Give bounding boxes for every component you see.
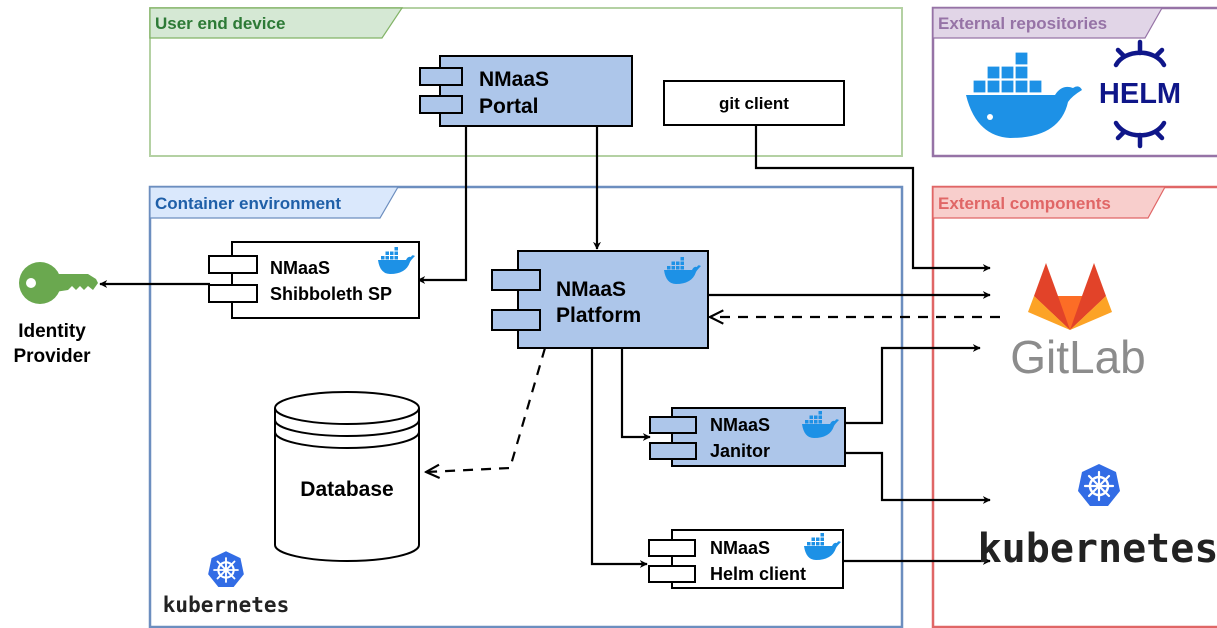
helm-logo-text: HELM	[1099, 78, 1181, 110]
identity-provider: Identity Provider	[13, 262, 98, 367]
edge-platform-helm	[590, 348, 648, 568]
idp-label-line2: Provider	[13, 346, 91, 367]
janitor-label-line1: NMaaS	[710, 415, 770, 435]
group-external-components: External components	[931, 185, 1217, 628]
shibboleth-label-line1: NMaaS	[270, 258, 330, 278]
gitlab-icon	[1028, 263, 1112, 330]
group-external-repositories: External repositories	[931, 6, 1217, 158]
edge-janitor-gitlab	[845, 344, 981, 425]
connectors	[99, 125, 1000, 568]
helm-client-label-line1: NMaaS	[710, 538, 770, 558]
platform-label-line1: NMaaS	[556, 278, 626, 301]
docker-hub-logo	[966, 51, 1082, 138]
group-label-container: Container environment	[155, 194, 341, 213]
edge-portal-shibboleth	[417, 125, 468, 284]
idp-label-line1: Identity	[18, 321, 86, 342]
git-client-label: git client	[719, 94, 789, 113]
component-helm-client: NMaaS Helm client	[648, 529, 844, 589]
kubernetes-icon	[1076, 462, 1122, 508]
database-label: Database	[300, 478, 393, 501]
component-janitor: NMaaS Janitor	[649, 407, 846, 467]
edge-git-gitlab	[754, 125, 991, 272]
group-container-environment: Container environment	[148, 185, 904, 628]
edge-platform-database	[426, 347, 547, 472]
group-label-user: User end device	[155, 14, 285, 33]
kubernetes-logo-text: kubernetes	[978, 526, 1217, 572]
portal-label-line2: Portal	[479, 95, 539, 118]
shibboleth-label-line2: Shibboleth SP	[270, 284, 392, 304]
group-user-end-device: User end device	[149, 7, 903, 157]
component-portal: NMaaS Portal	[419, 55, 633, 127]
portal-label-line1: NMaaS	[479, 68, 549, 91]
group-label-repos: External repositories	[938, 14, 1107, 33]
edge-platform-janitor	[620, 348, 651, 441]
janitor-label-line2: Janitor	[710, 441, 770, 461]
key-icon	[19, 262, 98, 304]
component-database: Database	[274, 391, 420, 562]
kubernetes-icon	[207, 550, 245, 589]
edge-janitor-kubernetes	[845, 451, 991, 504]
helm-client-label-line2: Helm client	[710, 564, 806, 584]
kubernetes-small-logo-text: kubernetes	[163, 593, 289, 617]
gitlab-logo-text: GitLab	[1010, 331, 1146, 383]
platform-label-line2: Platform	[556, 304, 641, 327]
component-git-client: git client	[663, 80, 845, 126]
component-platform: NMaaS Platform	[491, 250, 709, 349]
helm-icon	[1113, 39, 1167, 149]
group-label-external: External components	[938, 194, 1111, 213]
component-shibboleth: NMaaS Shibboleth SP	[208, 241, 420, 319]
